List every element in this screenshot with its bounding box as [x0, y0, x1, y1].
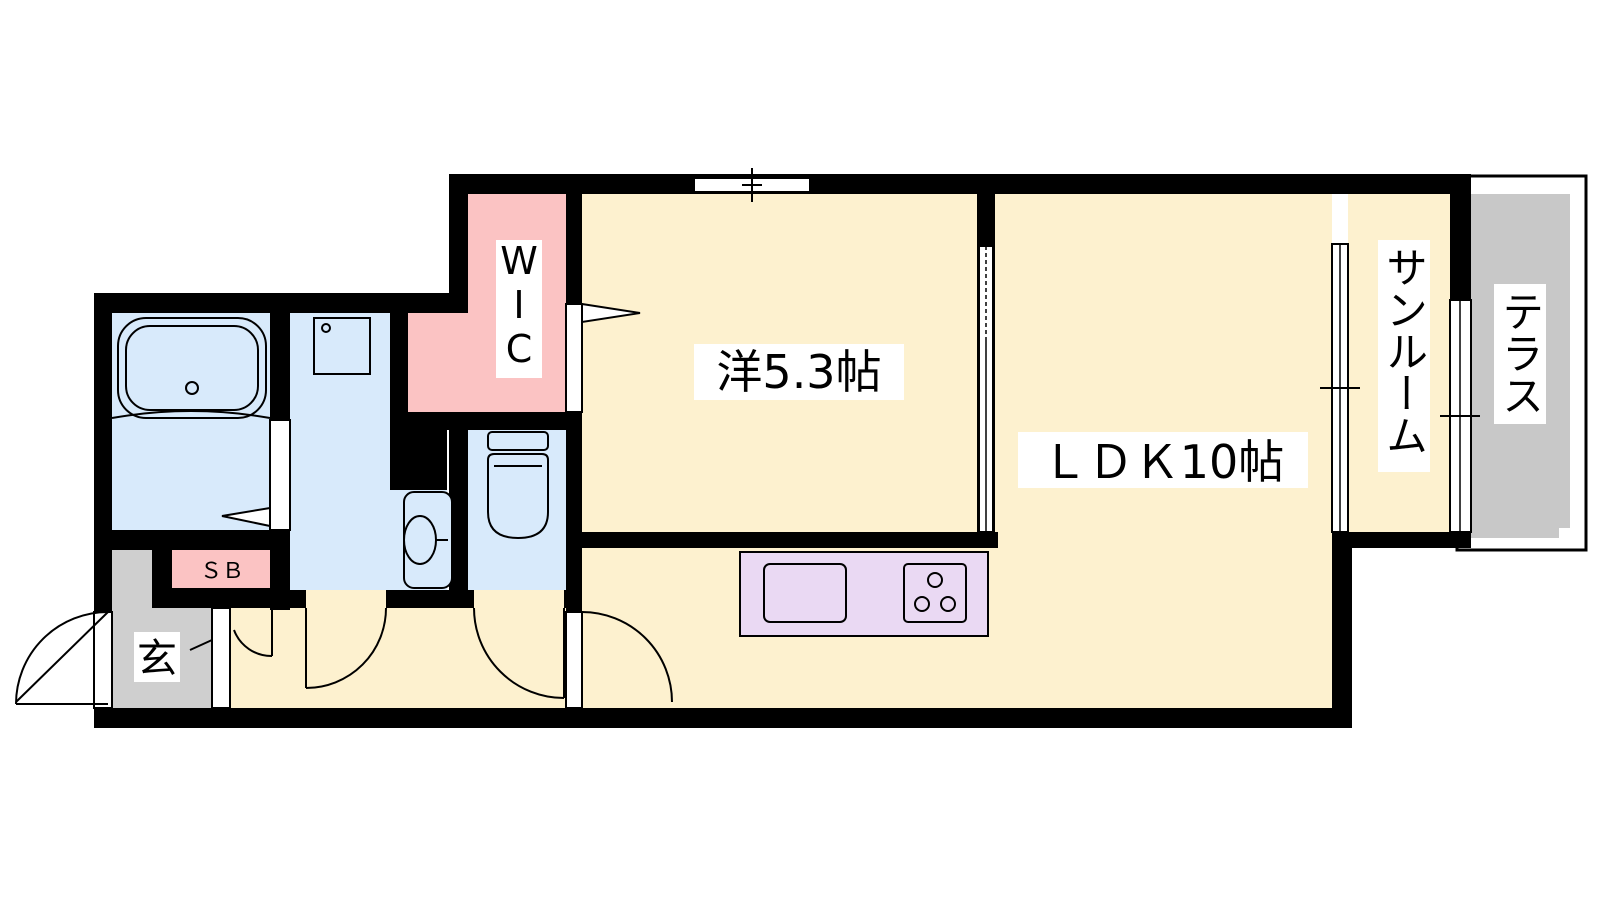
toilet-tank-icon	[487, 431, 549, 451]
labels: W I C 洋5.3帖 ＬＤＫ10帖 サンルーム テラス 玄 ＳＢ	[134, 239, 1546, 682]
shoebox-fill	[172, 550, 272, 588]
washroom-fill	[290, 313, 390, 590]
shoebox-label: ＳＢ	[200, 559, 244, 584]
stove-icon	[903, 563, 967, 623]
bathtub-icon	[117, 317, 267, 419]
windows	[693, 168, 1480, 533]
sunroom-label: サンルーム	[1380, 246, 1429, 456]
hallway-fill	[230, 608, 580, 708]
toilet-fill	[468, 430, 566, 590]
wic-label-c: C	[506, 327, 533, 371]
entrance-label: 玄	[137, 636, 177, 682]
terrace-label: テラス	[1496, 290, 1545, 416]
western-room-label: 洋5.3帖	[716, 345, 881, 399]
wic-label-i: I	[513, 283, 524, 327]
wic-label-w: W	[500, 239, 538, 283]
toilet-bowl-icon	[487, 453, 549, 540]
ldk-label: ＬＤＫ10帖	[1042, 435, 1285, 489]
washer-icon	[313, 317, 371, 375]
fixtures	[111, 317, 989, 637]
wic-fill-lower	[408, 313, 566, 412]
kitchen-sink-icon	[763, 563, 847, 623]
doors	[15, 302, 673, 709]
